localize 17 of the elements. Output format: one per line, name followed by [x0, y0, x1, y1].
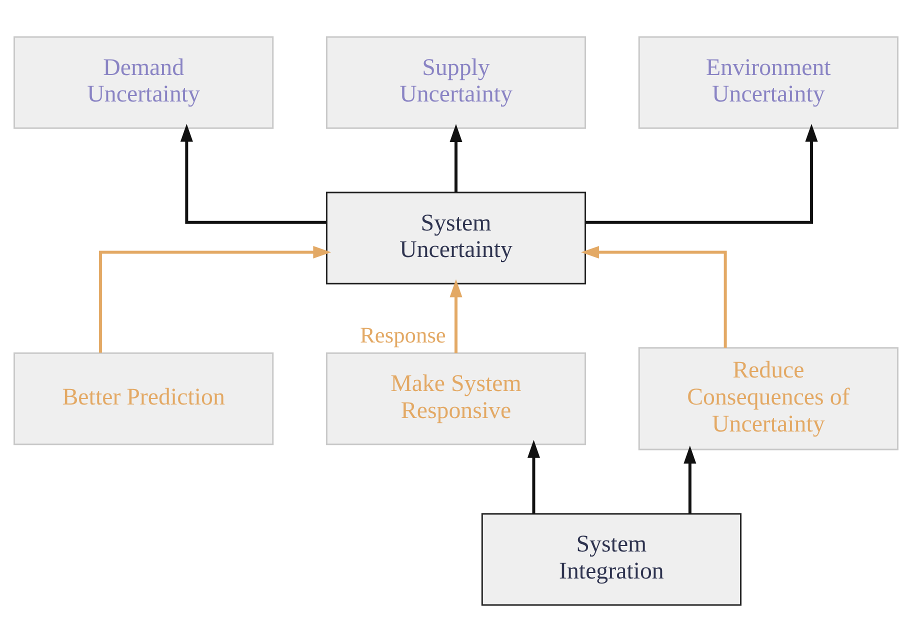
- node-box: Demand Uncertainty: [14, 36, 274, 128]
- node-box: Reduce Consequences of Uncertainty: [638, 346, 898, 450]
- arrow: [180, 123, 326, 224]
- arrow: [450, 278, 462, 353]
- node-box: Environment Uncertainty: [638, 36, 898, 128]
- arrow: [684, 445, 696, 514]
- node-box: System Integration: [481, 512, 742, 606]
- arrow: [585, 123, 818, 224]
- node-box: System Uncertainty: [326, 191, 586, 284]
- arrow: [450, 124, 462, 192]
- node-box: Make System Responsive: [326, 352, 586, 445]
- node-box: Better Prediction: [14, 352, 274, 445]
- arrow: [527, 439, 540, 514]
- edge-label: Response: [360, 322, 446, 347]
- arrow: [581, 245, 727, 348]
- node-box: Supply Uncertainty: [326, 36, 586, 128]
- arrow: [98, 245, 332, 352]
